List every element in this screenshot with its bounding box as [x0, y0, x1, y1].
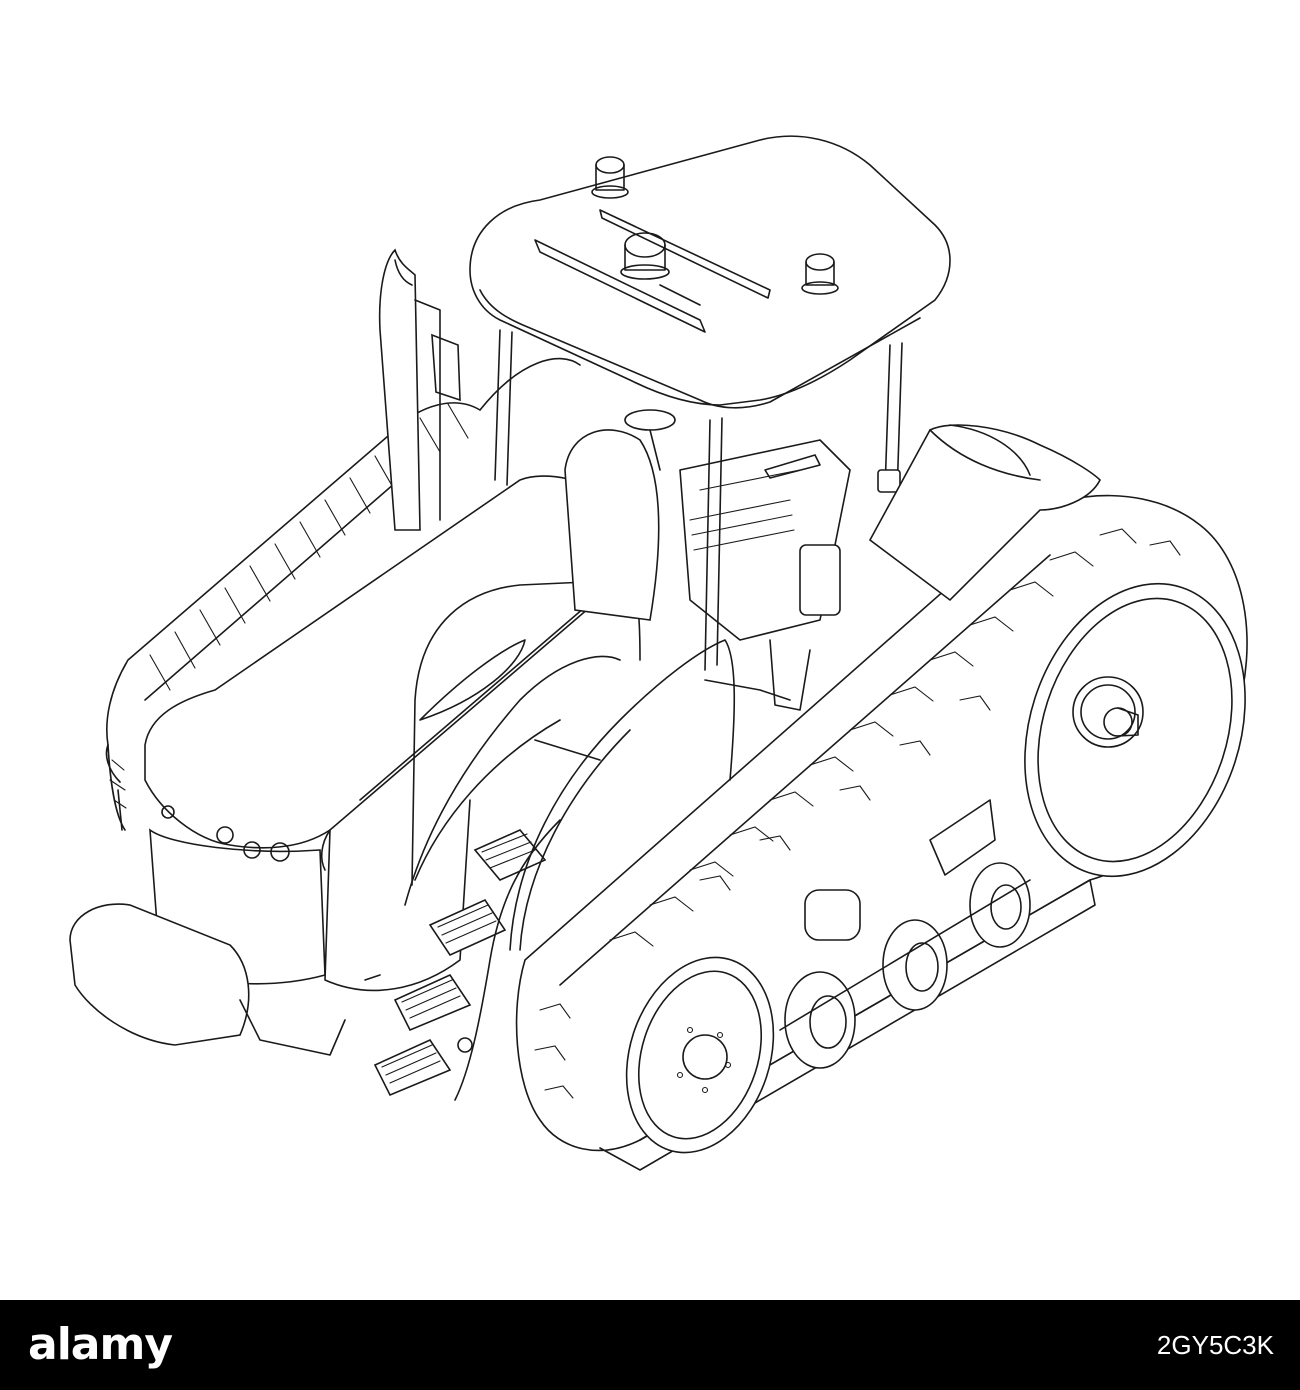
- hood: [144, 475, 641, 992]
- cab-roof: [469, 135, 951, 409]
- cab: [378, 248, 903, 711]
- right-fender: [868, 424, 1101, 602]
- tractor-illustration: [69, 135, 1248, 1171]
- rear-drive-wheel: [1024, 582, 1246, 878]
- alamy-logo: alamy: [28, 1319, 173, 1370]
- mid-rollers: [779, 799, 1031, 1069]
- stock-image-id: 2GY5C3K: [1156, 1330, 1274, 1360]
- handrails: [411, 579, 736, 951]
- front-weight: [69, 903, 346, 1056]
- left-track-front: [107, 744, 126, 831]
- watermark-footer: alamy 2GY5C3K: [0, 1300, 1300, 1390]
- front-idler-wheel: [625, 956, 775, 1154]
- access-steps: [364, 819, 561, 1101]
